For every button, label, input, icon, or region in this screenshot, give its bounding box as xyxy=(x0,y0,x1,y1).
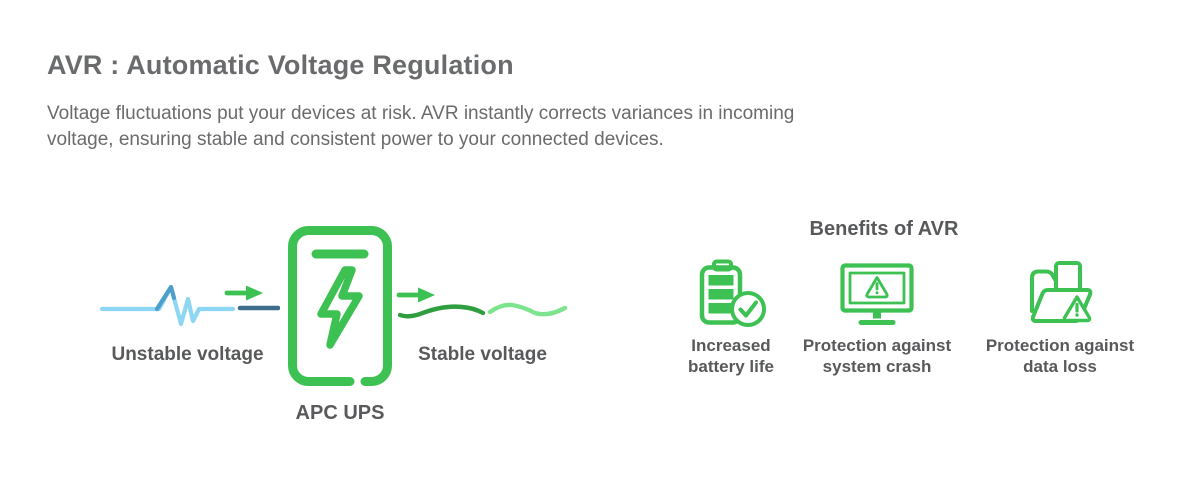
battery-check-icon xyxy=(692,258,770,332)
page-description: Voltage fluctuations put your devices at… xyxy=(47,103,795,150)
apc-ups-label: APC UPS xyxy=(295,402,385,424)
benefit-item-system-crash: Protection against system crash xyxy=(797,258,957,377)
unstable-voltage-label: Unstable voltage xyxy=(111,344,264,365)
stable-voltage-label: Stable voltage xyxy=(418,344,547,365)
benefit-label: Increased battery life xyxy=(688,336,774,376)
flow-arrow-icon xyxy=(396,287,435,303)
benefit-item-data-loss: Protection against data loss xyxy=(980,258,1140,377)
stable-waveform-icon xyxy=(398,302,568,319)
benefit-item-battery-life: Increased battery life xyxy=(671,258,791,377)
benefit-label: Protection against data loss xyxy=(985,336,1135,376)
flow-arrow-icon xyxy=(224,285,263,301)
ups-lightning-icon xyxy=(288,226,392,386)
benefits-title: Benefits of AVR xyxy=(809,218,959,240)
page-title: AVR : Automatic Voltage Regulation xyxy=(47,50,514,80)
unstable-waveform-icon xyxy=(100,284,280,327)
monitor-warning-icon xyxy=(838,258,916,332)
benefit-label: Protection against system crash xyxy=(802,336,952,376)
folder-warning-icon xyxy=(1020,258,1100,332)
